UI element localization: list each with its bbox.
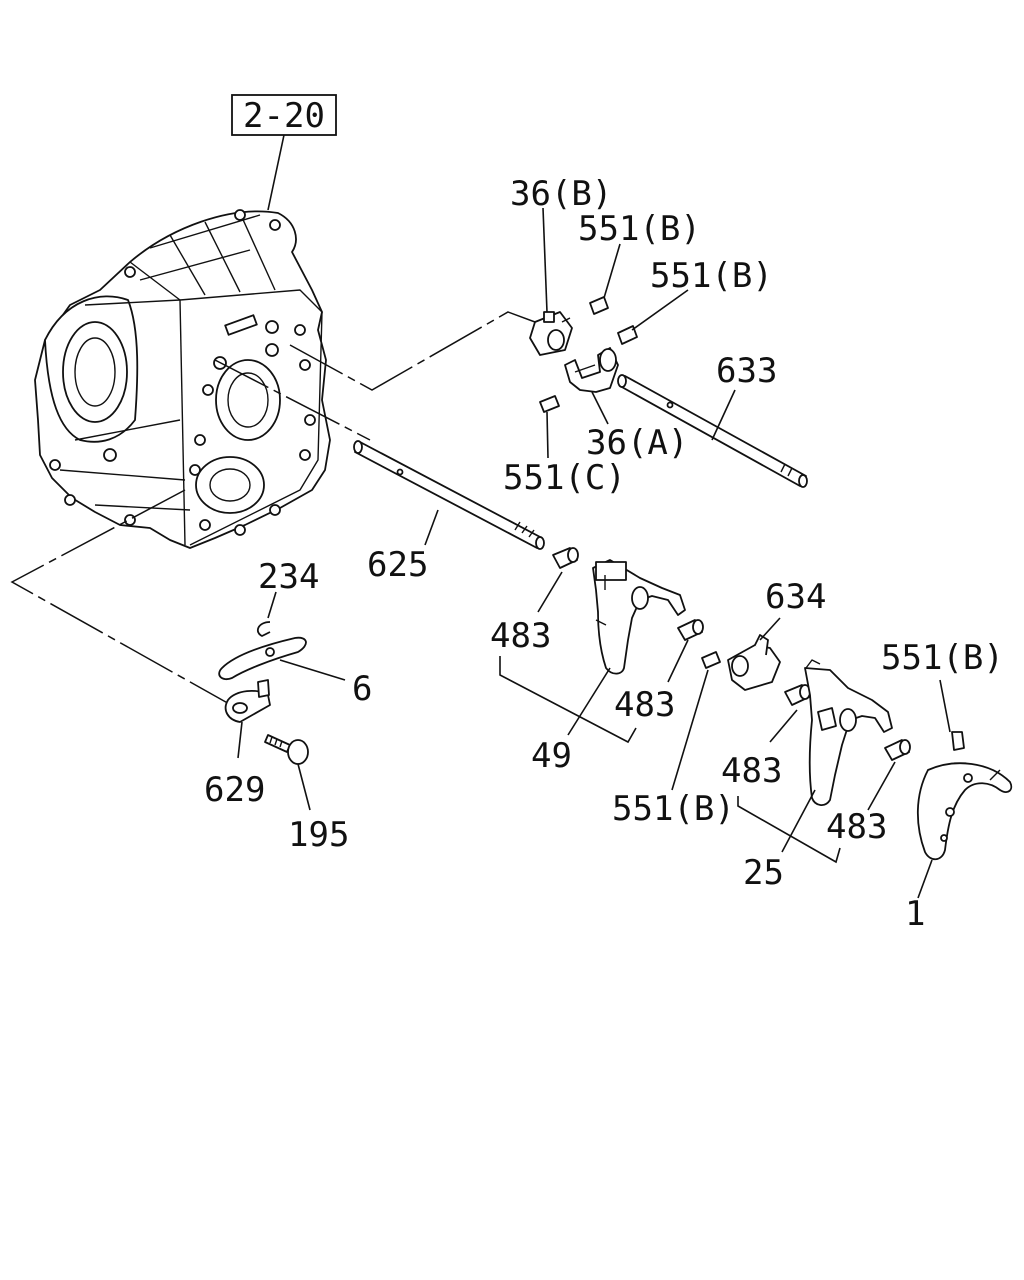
label-36a: 36(A) bbox=[586, 423, 688, 463]
label-551c: 551(C) bbox=[503, 458, 626, 498]
label-551b-lower: 551(B) bbox=[612, 789, 735, 829]
label-483-c: 483 bbox=[721, 751, 782, 791]
bushing-483-b bbox=[677, 619, 704, 641]
bracket-629 bbox=[224, 679, 271, 723]
label-633: 633 bbox=[716, 351, 777, 391]
shift-block-36b bbox=[529, 311, 573, 356]
label-483-a: 483 bbox=[490, 616, 551, 656]
label-25: 25 bbox=[743, 853, 784, 893]
shift-shaft-633 bbox=[617, 374, 808, 488]
callout-labels: 36(B) 551(B) 551(B) 633 36(A) 551(C) 625… bbox=[204, 174, 1004, 934]
label-551b-right: 551(B) bbox=[881, 638, 1004, 678]
shift-fork-25 bbox=[804, 659, 893, 806]
shift-block-36a bbox=[564, 347, 619, 393]
label-625: 625 bbox=[367, 545, 428, 585]
label-551b-upper: 551(B) bbox=[578, 209, 701, 249]
label-49: 49 bbox=[531, 736, 572, 776]
label-629: 629 bbox=[204, 770, 265, 810]
bolt-195 bbox=[264, 734, 309, 765]
label-483-b: 483 bbox=[614, 685, 675, 725]
shift-block-634 bbox=[727, 634, 781, 691]
pin-551b-lower bbox=[701, 651, 721, 669]
plate-6 bbox=[218, 636, 307, 681]
shift-fork-1 bbox=[916, 762, 1013, 861]
snap-ring-234 bbox=[256, 621, 271, 637]
leader-lines bbox=[237, 207, 951, 899]
label-1: 1 bbox=[905, 894, 925, 934]
assembly-line-625 bbox=[214, 359, 371, 441]
assembly-line-36b bbox=[289, 311, 536, 391]
pin-551b-middle bbox=[617, 325, 638, 345]
label-195: 195 bbox=[288, 815, 349, 855]
label-234: 234 bbox=[258, 557, 319, 597]
label-483-d: 483 bbox=[826, 807, 887, 847]
bushing-483-d bbox=[884, 739, 911, 761]
label-634: 634 bbox=[765, 577, 826, 617]
shift-fork-49 bbox=[592, 559, 686, 675]
reference-box: 2-20 bbox=[231, 94, 337, 211]
bushing-483-a bbox=[552, 547, 579, 569]
pin-551c bbox=[539, 395, 560, 413]
label-36b: 36(B) bbox=[510, 174, 612, 214]
reference-box-label: 2-20 bbox=[243, 96, 325, 136]
pin-551b-right bbox=[951, 731, 965, 751]
transmission-housing bbox=[34, 209, 331, 549]
label-551b-middle: 551(B) bbox=[650, 256, 773, 296]
pin-551b-upper bbox=[589, 296, 609, 315]
label-6: 6 bbox=[352, 669, 372, 709]
shift-shaft-625 bbox=[353, 440, 545, 550]
bushing-483-c bbox=[784, 684, 811, 706]
assembly-line-629 bbox=[10, 489, 241, 711]
